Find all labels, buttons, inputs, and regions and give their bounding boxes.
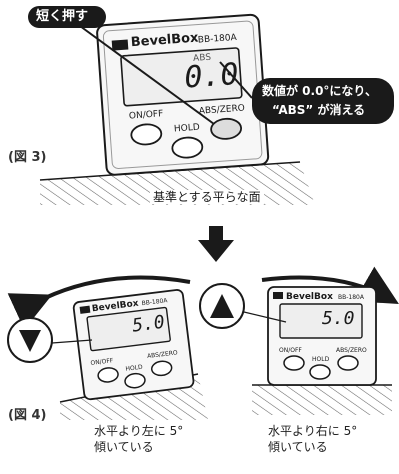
right-on-off-label: ON/OFF [279,347,302,354]
left-brand: BevelBox [91,298,140,315]
curve-arrow-left [7,275,191,330]
result-line1: 数値が 0.0°になり、 [262,84,377,98]
down-triangle-indicator [7,317,93,363]
curve-arrow-right [261,266,399,304]
diagram-svg [7,6,399,420]
right-abs-zero-label: ABS/ZERO [336,347,367,354]
right-brand: BevelBox [286,292,333,302]
right-display-value: 5.0 [322,308,355,329]
left-model: BB-180A [141,297,168,308]
down-arrow [198,226,234,262]
press-short-callout [28,6,215,125]
right-caption-line1: 水平より右に 5° [268,424,358,438]
right-hold-label: HOLD [312,356,330,363]
left-display-value: 5.0 [131,311,166,337]
result-callout [219,61,394,124]
press-short-label: 短く押す [36,9,89,24]
left-caption-line1: 水平より左に 5° [94,424,184,438]
left-on-off-label: ON/OFF [90,357,114,367]
left-abs-zero-label: ABS/ZERO [146,349,179,361]
fig4-left-device [72,289,195,401]
left-hold-label: HOLD [125,363,144,373]
fig4-right-device [267,286,377,386]
fig3-label: (図 3) [8,150,47,165]
surface-label: 基準とする平らな面 [150,190,264,204]
result-line2: “ABS” が消える [272,103,366,117]
right-model: BB-180A [338,294,364,301]
up-triangle-indicator [199,283,287,329]
fig4-label: (図 4) [8,408,47,423]
left-caption-line2: 傾いている [94,440,154,454]
right-caption-line2: 傾いている [268,440,328,454]
diagram-stage: 短く押す 数値が 0.0°になり、 “ABS” が消える BevelBox BB… [7,6,399,454]
